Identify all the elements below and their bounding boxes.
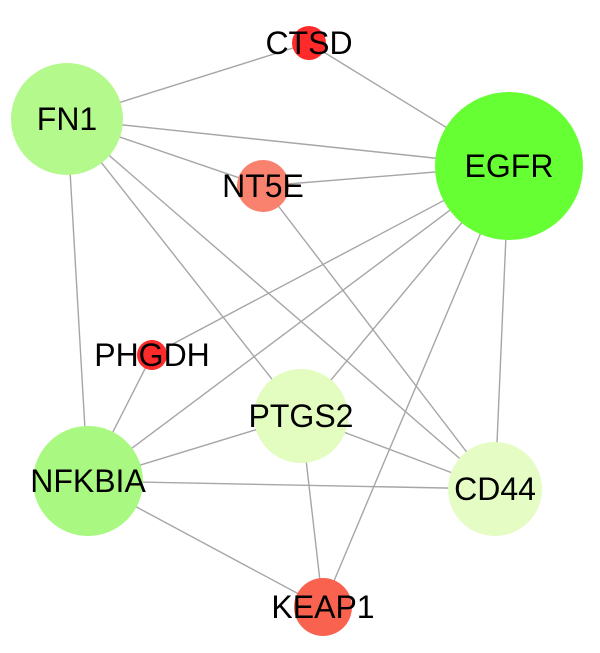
node-keap1 [294,578,352,636]
node-label-fn1: FN1 [37,101,97,137]
node-label-keap1: KEAP1 [271,589,374,625]
node-nt5e [237,160,289,212]
edge-fn1-cd44 [66,118,496,490]
edge-fn1-ptgs2 [66,118,302,417]
node-fn1 [11,63,123,175]
node-label-egfr: EGFR [465,148,554,184]
edge-fn1-egfr [66,118,510,167]
node-layer [11,26,583,636]
node-phgdh [137,340,167,370]
edge-layer [66,42,510,608]
edge-fn1-nfkbia [66,118,89,482]
node-egfr [435,92,583,240]
node-ptgs2 [254,369,348,463]
node-ctsd [292,26,326,60]
edge-nt5e-cd44 [262,185,496,490]
node-label-cd44: CD44 [454,471,536,507]
node-label-ptgs2: PTGS2 [249,398,354,434]
node-cd44 [448,442,542,536]
edge-egfr-nfkbia [87,165,510,482]
node-label-nt5e: NT5E [222,168,304,204]
node-label-nfkbia: NFKBIA [30,463,146,499]
node-label-ctsd: CTSD [265,25,352,61]
node-nfkbia [33,426,143,536]
edge-nfkbia-cd44 [87,480,496,490]
edge-egfr-keap1 [322,165,510,608]
node-label-phgdh: PHGDH [94,337,210,373]
